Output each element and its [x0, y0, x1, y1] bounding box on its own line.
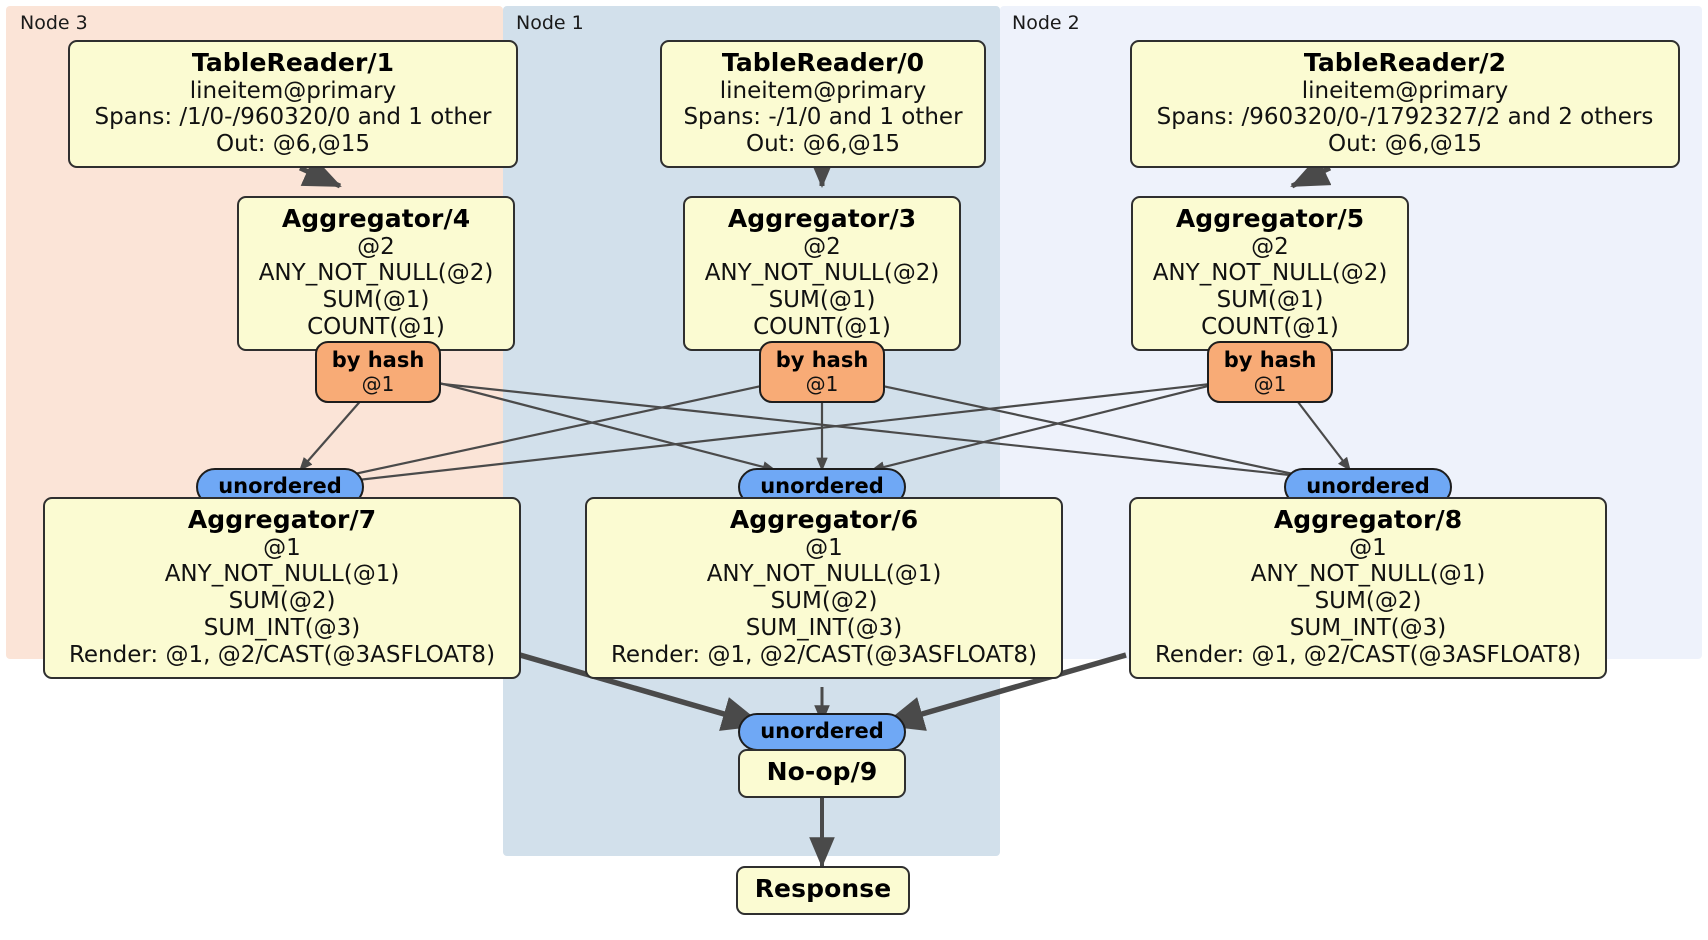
processor-detail: SUM(@1)	[1216, 287, 1324, 314]
processor-aggregator-3[interactable]: Aggregator/3 @2 ANY_NOT_NULL(@2) SUM(@1)…	[683, 196, 961, 352]
processor-title: Aggregator/4	[281, 204, 471, 233]
processor-detail: ANY_NOT_NULL(@1)	[1250, 561, 1486, 588]
router-label: unordered	[1306, 474, 1430, 499]
processor-aggregator-5[interactable]: Aggregator/5 @2 ANY_NOT_NULL(@2) SUM(@1)…	[1131, 196, 1409, 352]
processor-title: Aggregator/6	[729, 505, 919, 534]
processor-detail: @1	[1349, 534, 1387, 561]
processor-title: No-op/9	[766, 757, 878, 786]
panel-node-2-label: Node 2	[1012, 12, 1080, 34]
processor-detail: @2	[1251, 233, 1289, 260]
processor-detail: @1	[263, 534, 301, 561]
processor-detail: SUM_INT(@3)	[203, 615, 361, 642]
processor-title: Aggregator/5	[1175, 204, 1365, 233]
processor-detail: COUNT(@1)	[307, 314, 445, 341]
processor-detail: Spans: /1/0-/960320/0 and 1 other	[94, 104, 492, 131]
router-label: unordered	[218, 474, 342, 499]
processor-detail: lineitem@primary	[719, 77, 927, 104]
processor-detail: Out: @6,@15	[746, 131, 900, 158]
router-label: by hash	[1223, 348, 1317, 373]
processor-detail: SUM(@2)	[1314, 588, 1422, 615]
router-column: @1	[805, 371, 839, 396]
router-unordered-final[interactable]: unordered	[738, 713, 906, 751]
processor-aggregator-7[interactable]: Aggregator/7 @1 ANY_NOT_NULL(@1) SUM(@2)…	[43, 497, 521, 680]
router-label: unordered	[760, 474, 884, 499]
panel-node-3-label: Node 3	[20, 12, 88, 34]
processor-detail: ANY_NOT_NULL(@1)	[164, 561, 400, 588]
processor-aggregator-8[interactable]: Aggregator/8 @1 ANY_NOT_NULL(@1) SUM(@2)…	[1129, 497, 1607, 680]
processor-detail: SUM_INT(@3)	[745, 615, 903, 642]
processor-aggregator-4[interactable]: Aggregator/4 @2 ANY_NOT_NULL(@2) SUM(@1)…	[237, 196, 515, 352]
processor-render: Render: @1, @2/CAST(@3ASFLOAT8)	[610, 642, 1038, 669]
processor-detail: @2	[803, 233, 841, 260]
processor-detail: @1	[805, 534, 843, 561]
processor-render: Render: @1, @2/CAST(@3ASFLOAT8)	[68, 642, 496, 669]
processor-detail: COUNT(@1)	[1201, 314, 1339, 341]
processor-detail: ANY_NOT_NULL(@2)	[1152, 260, 1388, 287]
processor-detail: SUM(@2)	[228, 588, 336, 615]
processor-title: Aggregator/3	[727, 204, 917, 233]
processor-detail: @2	[357, 233, 395, 260]
processor-render: Render: @1, @2/CAST(@3ASFLOAT8)	[1154, 642, 1582, 669]
processor-table-reader-1[interactable]: TableReader/1 lineitem@primary Spans: /1…	[68, 40, 518, 169]
processor-detail: Spans: /960320/0-/1792327/2 and 2 others	[1156, 104, 1654, 131]
router-column: @1	[361, 371, 395, 396]
processor-detail: Out: @6,@15	[216, 131, 370, 158]
processor-table-reader-0[interactable]: TableReader/0 lineitem@primary Spans: -/…	[660, 40, 986, 169]
processor-title: Response	[754, 874, 892, 903]
processor-detail: SUM(@2)	[770, 588, 878, 615]
processor-detail: COUNT(@1)	[753, 314, 891, 341]
processor-detail: SUM_INT(@3)	[1289, 615, 1447, 642]
processor-detail: ANY_NOT_NULL(@1)	[706, 561, 942, 588]
processor-aggregator-6[interactable]: Aggregator/6 @1 ANY_NOT_NULL(@1) SUM(@2)…	[585, 497, 1063, 680]
router-by-hash-right[interactable]: by hash @1	[1207, 341, 1333, 403]
router-label: by hash	[775, 348, 869, 373]
processor-detail: ANY_NOT_NULL(@2)	[704, 260, 940, 287]
processor-title: TableReader/1	[191, 48, 395, 77]
processor-title: Aggregator/7	[187, 505, 377, 534]
router-by-hash-left[interactable]: by hash @1	[315, 341, 441, 403]
router-column: @1	[1253, 371, 1287, 396]
processor-detail: SUM(@1)	[322, 287, 430, 314]
processor-noop-9[interactable]: No-op/9	[738, 749, 906, 798]
processor-detail: SUM(@1)	[768, 287, 876, 314]
processor-detail: lineitem@primary	[189, 77, 397, 104]
processor-response[interactable]: Response	[736, 866, 910, 915]
router-label: by hash	[331, 348, 425, 373]
processor-detail: Spans: -/1/0 and 1 other	[683, 104, 963, 131]
router-label: unordered	[760, 719, 884, 744]
processor-detail: Out: @6,@15	[1328, 131, 1482, 158]
processor-title: TableReader/0	[721, 48, 925, 77]
processor-detail: ANY_NOT_NULL(@2)	[258, 260, 494, 287]
processor-table-reader-2[interactable]: TableReader/2 lineitem@primary Spans: /9…	[1130, 40, 1680, 169]
router-by-hash-center[interactable]: by hash @1	[759, 341, 885, 403]
panel-node-1-label: Node 1	[516, 12, 584, 34]
processor-title: TableReader/2	[1303, 48, 1507, 77]
processor-title: Aggregator/8	[1273, 505, 1463, 534]
processor-detail: lineitem@primary	[1301, 77, 1509, 104]
